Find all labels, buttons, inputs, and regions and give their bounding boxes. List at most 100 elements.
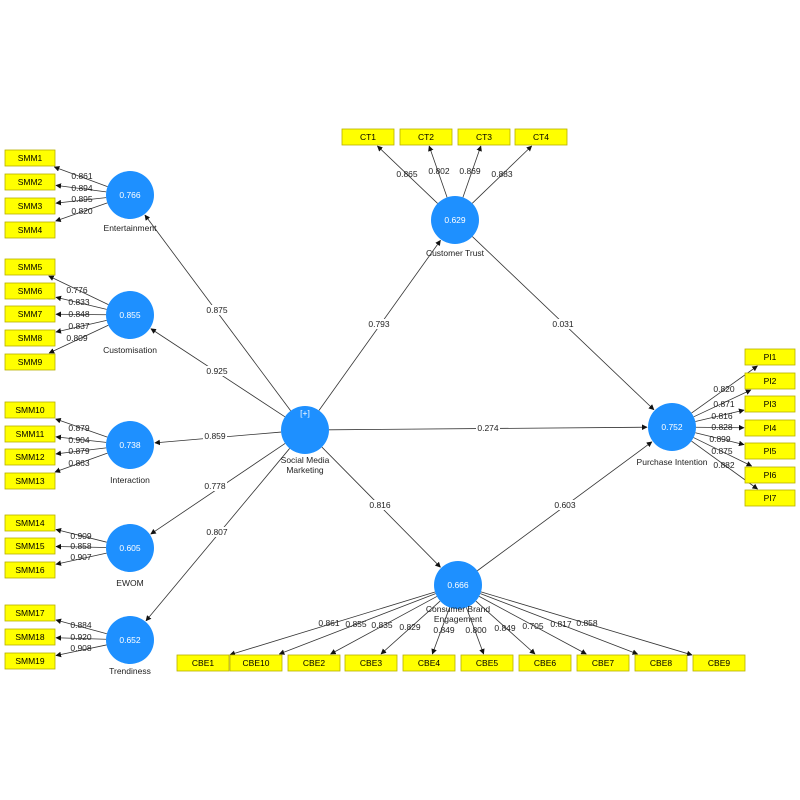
indicator-smm10[interactable]: [4, 401, 56, 419]
indicator-smm12[interactable]: [4, 448, 56, 466]
indicator-pi6[interactable]: [744, 466, 796, 484]
indicator-smm15[interactable]: [4, 537, 56, 555]
indicator-pi4[interactable]: [744, 419, 796, 437]
indicator-label: CBE2: [303, 658, 325, 668]
indicator-smm3[interactable]: [4, 197, 56, 215]
indicator-ct1[interactable]: [341, 128, 395, 146]
indicator-smm14[interactable]: [4, 514, 56, 532]
loading-ct2: 0.802: [428, 166, 450, 176]
indicator-label: SMM12: [15, 452, 45, 462]
loading-edge-pi2: [693, 389, 752, 418]
path-label-bg: [205, 366, 229, 376]
indicator-smm7[interactable]: [4, 305, 56, 323]
latent-name: Entertainment: [104, 223, 158, 233]
latent-r2: 0.629: [444, 215, 466, 225]
indicator-cbe9[interactable]: [692, 654, 746, 672]
loading-smm6: 0.833: [68, 297, 90, 307]
indicator-cbe7[interactable]: [576, 654, 630, 672]
loading-pi7: 0.882: [713, 460, 735, 470]
loading-smm7: 0.848: [68, 309, 90, 319]
indicator-cbe1[interactable]: [176, 654, 230, 672]
latent-r2: 0.855: [119, 310, 141, 320]
indicator-label: CT3: [476, 132, 492, 142]
loading-cbe8: 0.817: [550, 619, 572, 629]
latent-name: EWOM: [116, 578, 143, 588]
indicator-pi7[interactable]: [744, 489, 796, 507]
indicator-ct2[interactable]: [399, 128, 453, 146]
edges-layer: [48, 145, 759, 658]
indicator-label: CT1: [360, 132, 376, 142]
loading-edge-pi3: [695, 408, 745, 422]
loading-smm1: 0.861: [71, 171, 93, 181]
indicator-smm19[interactable]: [4, 652, 56, 670]
indicator-smm9[interactable]: [4, 353, 56, 371]
indicator-cbe5[interactable]: [460, 654, 514, 672]
indicator-pi3[interactable]: [744, 395, 796, 413]
indicator-cbe4[interactable]: [402, 654, 456, 672]
indicator-label: SMM19: [15, 656, 45, 666]
indicator-label: PI7: [764, 493, 777, 503]
latent-circle: [106, 524, 154, 572]
loading-smm9: 0.809: [66, 333, 88, 343]
loading-edge-smm13: [54, 452, 108, 473]
indicator-label: CBE3: [360, 658, 382, 668]
latent-circle: [106, 171, 154, 219]
indicator-cbe3[interactable]: [344, 654, 398, 672]
indicator-cbe10[interactable]: [229, 654, 283, 672]
loading-smm4: 0.820: [71, 206, 93, 216]
indicator-cbe8[interactable]: [634, 654, 688, 672]
indicator-pi1[interactable]: [744, 348, 796, 366]
indicator-ct4[interactable]: [514, 128, 568, 146]
indicator-ct3[interactable]: [457, 128, 511, 146]
indicator-cbe2[interactable]: [287, 654, 341, 672]
loading-edge-cbe10: [278, 593, 436, 655]
indicator-pi2[interactable]: [744, 372, 796, 390]
indicator-smm11[interactable]: [4, 425, 56, 443]
indicator-pi5[interactable]: [744, 442, 796, 460]
latent-name: Trendiness: [109, 666, 151, 676]
indicator-label: SMM5: [18, 262, 43, 272]
loading-edge-smm3: [55, 197, 107, 206]
loading-edge-smm2: [55, 183, 107, 193]
loading-ct4: 0.883: [491, 169, 513, 179]
indicator-smm1[interactable]: [4, 149, 56, 167]
indicator-smm4[interactable]: [4, 221, 56, 239]
loading-cbe4: 0.849: [433, 625, 455, 635]
loading-edge-smm6: [55, 295, 107, 310]
indicator-smm2[interactable]: [4, 173, 56, 191]
indicator-cbe6[interactable]: [518, 654, 572, 672]
path-coefficient-smm-cbe: 0.816: [369, 500, 391, 510]
loading-smm13: 0.863: [68, 458, 90, 468]
loading-edge-smm9: [48, 324, 109, 354]
latent-circle: [106, 616, 154, 664]
indicator-smm17[interactable]: [4, 604, 56, 622]
indicator-label: CBE10: [243, 658, 270, 668]
loading-ct1: 0.865: [396, 169, 418, 179]
path-coefficient-smm-ct: 0.793: [368, 319, 390, 329]
path-label-bg: [553, 500, 577, 510]
indicator-smm13[interactable]: [4, 472, 56, 490]
indicator-smm5[interactable]: [4, 258, 56, 276]
loading-pi4: 0.828: [711, 422, 733, 432]
loading-ct3: 0.869: [459, 166, 481, 176]
indicator-label: SMM18: [15, 632, 45, 642]
loading-edge-cbe3: [380, 600, 441, 655]
indicator-smm18[interactable]: [4, 628, 56, 646]
indicator-smm6[interactable]: [4, 282, 56, 300]
indicator-smm16[interactable]: [4, 561, 56, 579]
latent-name: Interaction: [110, 475, 150, 485]
loading-smm5: 0.776: [66, 285, 88, 295]
loading-edge-smm17: [55, 618, 107, 635]
loading-cbe7: 0.705: [522, 621, 544, 631]
indicator-smm8[interactable]: [4, 329, 56, 347]
path-coefficient-cbe-pi: 0.603: [554, 500, 576, 510]
